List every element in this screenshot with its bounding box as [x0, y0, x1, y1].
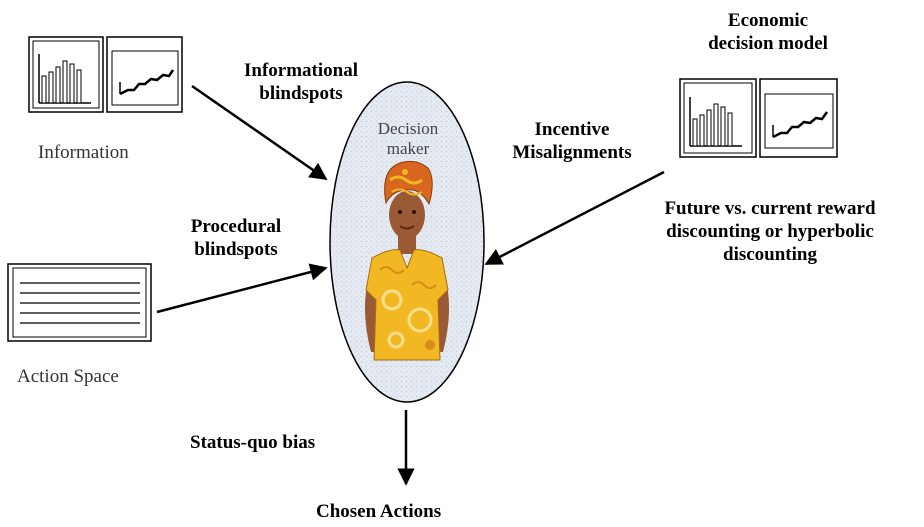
information-charts: [28, 36, 183, 113]
decision-maker-figure: [364, 160, 450, 361]
arrow-action-space-to-decision: [156, 263, 328, 314]
discounting-line2: discounting or hyperbolic: [666, 220, 874, 242]
procedural-blindspots-line2: blindspots: [194, 238, 278, 260]
informational-blindspots-label: Informational blindspots: [208, 60, 394, 106]
procedural-blindspots-label: Procedural blindspots: [160, 216, 312, 262]
informational-blindspots-line1: Informational: [244, 60, 358, 81]
bar-chart-icon: [28, 36, 104, 113]
economic-model-label: Economic decision model: [688, 10, 848, 56]
incentive-misalignments-line2: Misalignments: [512, 141, 632, 163]
bar-chart-icon: [679, 78, 757, 158]
discounting-line3: discounting: [723, 243, 817, 265]
status-quo-bias-label: Status-quo bias: [190, 432, 316, 453]
incentive-misalignments-line1: Incentive: [534, 119, 610, 140]
arrow-information-to-decision: [191, 84, 328, 181]
procedural-blindspots-line1: Procedural: [190, 216, 282, 237]
line-chart-icon: [759, 78, 838, 158]
economic-model-label-line2: decision model: [708, 32, 828, 54]
chosen-actions-label: Chosen Actions: [316, 501, 442, 522]
information-label: Information: [38, 142, 129, 163]
informational-blindspots-line2: blindspots: [259, 82, 343, 104]
document-icon: [7, 263, 152, 342]
decision-maker-line1: Decision: [377, 119, 439, 138]
economic-model-label-line1: Economic: [727, 10, 809, 31]
incentive-misalignments-label: Incentive Misalignments: [492, 119, 652, 165]
decision-maker-label: Decision maker: [356, 119, 460, 160]
line-chart-icon: [106, 36, 183, 113]
action-space-label: Action Space: [17, 366, 119, 387]
arrow-economic-to-decision: [484, 170, 665, 266]
discounting-label: Future vs. current reward discounting or…: [618, 198, 922, 266]
discounting-line1: Future vs. current reward: [664, 198, 876, 219]
economic-model-charts: [679, 78, 838, 158]
decision-maker-line2: maker: [386, 139, 430, 159]
